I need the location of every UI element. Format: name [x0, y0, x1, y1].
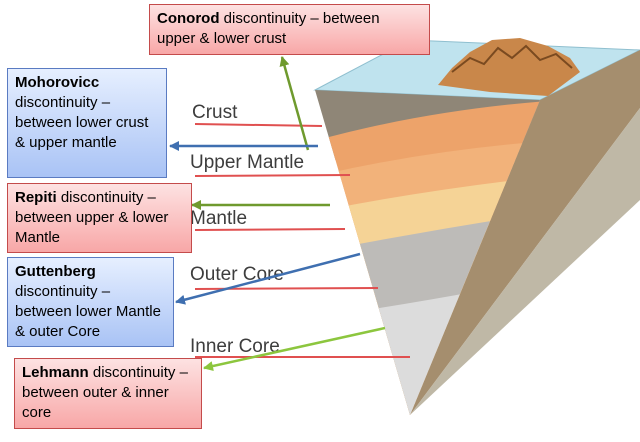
- conorod-desc: discontinuity – between upper & lower cr…: [157, 10, 380, 47]
- guttenberg-arrow: [175, 252, 361, 305]
- wedge-right-face: [410, 50, 640, 415]
- repiti-callout: Repiti discontinuity – between upper & l…: [7, 183, 192, 253]
- upper-mantle-label-line: [194, 174, 351, 177]
- conorod-arrow: [279, 56, 310, 151]
- conorod-callout: Conorod discontinuity – between upper & …: [149, 4, 430, 55]
- mantle-label: Mantle: [190, 208, 247, 229]
- mohorovicc-desc: discontinuity – between lower crust & up…: [15, 94, 149, 151]
- lehmann-callout: Lehmann discontinuity – between outer & …: [14, 358, 202, 429]
- outer-core-label: Outer Core: [190, 264, 284, 285]
- inner-core-label: Inner Core: [190, 336, 280, 357]
- mohorovicc-name: Mohorovicc: [15, 74, 100, 91]
- mohorovicc-callout: Mohorovicc discontinuity – between lower…: [7, 68, 167, 178]
- conorod-name: Conorod: [157, 10, 220, 27]
- mantle-label-line: [194, 228, 346, 231]
- repiti-desc: discontinuity – between upper & lower Ma…: [15, 189, 169, 246]
- lehmann-name: Lehmann: [22, 364, 89, 381]
- lehmann-arrow: [203, 326, 386, 371]
- wedge-right-face-lower: [410, 108, 640, 415]
- guttenberg-callout: Guttenberg discontinuity – between lower…: [7, 257, 174, 347]
- guttenberg-name: Guttenberg: [15, 263, 96, 280]
- mountain-ridge: [451, 44, 573, 73]
- crust-label: Crust: [192, 102, 238, 123]
- repiti-name: Repiti: [15, 189, 57, 206]
- landmass: [438, 38, 580, 96]
- guttenberg-desc: discontinuity – between lower Mantle & o…: [15, 283, 161, 340]
- upper-mantle-label: Upper Mantle: [190, 152, 304, 173]
- lehmann-desc: discontinuity – between outer & inner co…: [22, 364, 188, 421]
- crust-label-line: [194, 123, 323, 127]
